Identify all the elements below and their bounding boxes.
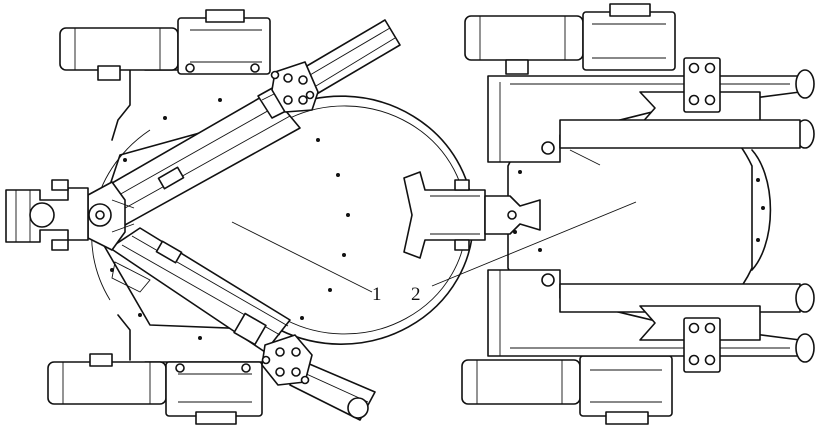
right-bottom-cylinder — [461, 355, 673, 425]
right-clamp-housing — [403, 171, 541, 259]
right-bottom-arm — [487, 269, 815, 373]
callout-label-1: 1 — [372, 284, 382, 305]
left-assembly — [5, 9, 475, 425]
right-assembly — [403, 3, 815, 425]
left-central-hub — [87, 181, 135, 251]
left-bottom-cylinder — [47, 353, 263, 425]
left-top-cylinder — [59, 9, 271, 81]
left-lower-arm — [109, 227, 376, 421]
leader-line-1 — [231, 221, 373, 293]
left-disc-bolts — [110, 98, 350, 340]
callout-label-2: 2 — [411, 284, 421, 305]
left-upper-arm — [99, 19, 401, 226]
left-clamp-housing — [5, 179, 89, 251]
right-top-arm — [487, 57, 815, 166]
leader-line-2 — [431, 201, 637, 287]
right-top-cylinder — [464, 3, 676, 75]
